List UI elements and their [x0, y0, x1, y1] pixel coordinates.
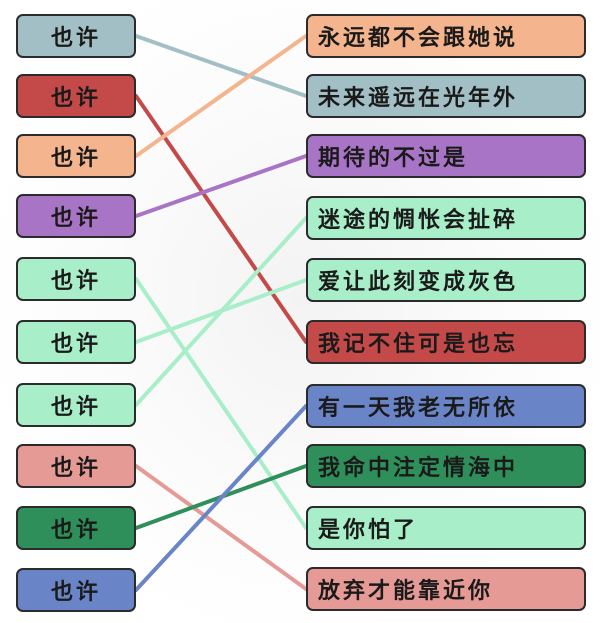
right-tile-9[interactable]: 是你怕了 — [306, 506, 586, 550]
left-tile-2[interactable]: 也许 — [16, 74, 136, 118]
right-tile-10[interactable]: 放弃才能靠近你 — [306, 567, 586, 611]
connection-line-2 — [134, 94, 308, 344]
left-tile-8[interactable]: 也许 — [16, 444, 136, 488]
right-tile-1[interactable]: 永远都不会跟她说 — [306, 14, 586, 58]
right-tile-4[interactable]: 迷途的惆怅会扯碎 — [306, 196, 586, 240]
connection-line-7 — [134, 216, 308, 407]
connection-line-3 — [134, 34, 308, 158]
left-tile-9[interactable]: 也许 — [16, 506, 136, 550]
connection-line-1 — [134, 34, 308, 98]
right-tile-5[interactable]: 爱让此刻变成灰色 — [306, 258, 586, 302]
left-tile-10[interactable]: 也许 — [16, 568, 136, 612]
right-tile-2[interactable]: 未来遥远在光年外 — [306, 74, 586, 118]
right-tile-3[interactable]: 期待的不过是 — [306, 134, 586, 178]
left-tile-5[interactable]: 也许 — [16, 257, 136, 301]
left-tile-7[interactable]: 也许 — [16, 383, 136, 427]
left-tile-3[interactable]: 也许 — [16, 134, 136, 178]
left-tile-1[interactable]: 也许 — [16, 14, 136, 58]
right-tile-8[interactable]: 我命中注定情海中 — [306, 444, 586, 488]
left-tile-6[interactable]: 也许 — [16, 320, 136, 364]
left-tile-4[interactable]: 也许 — [16, 194, 136, 238]
connection-line-8 — [134, 464, 308, 591]
right-tile-6[interactable]: 我记不住可是也忘 — [306, 320, 586, 364]
connection-line-10 — [134, 404, 308, 592]
connection-line-5 — [134, 277, 308, 530]
connection-line-4 — [134, 154, 308, 218]
right-tile-7[interactable]: 有一天我老无所依 — [306, 384, 586, 428]
